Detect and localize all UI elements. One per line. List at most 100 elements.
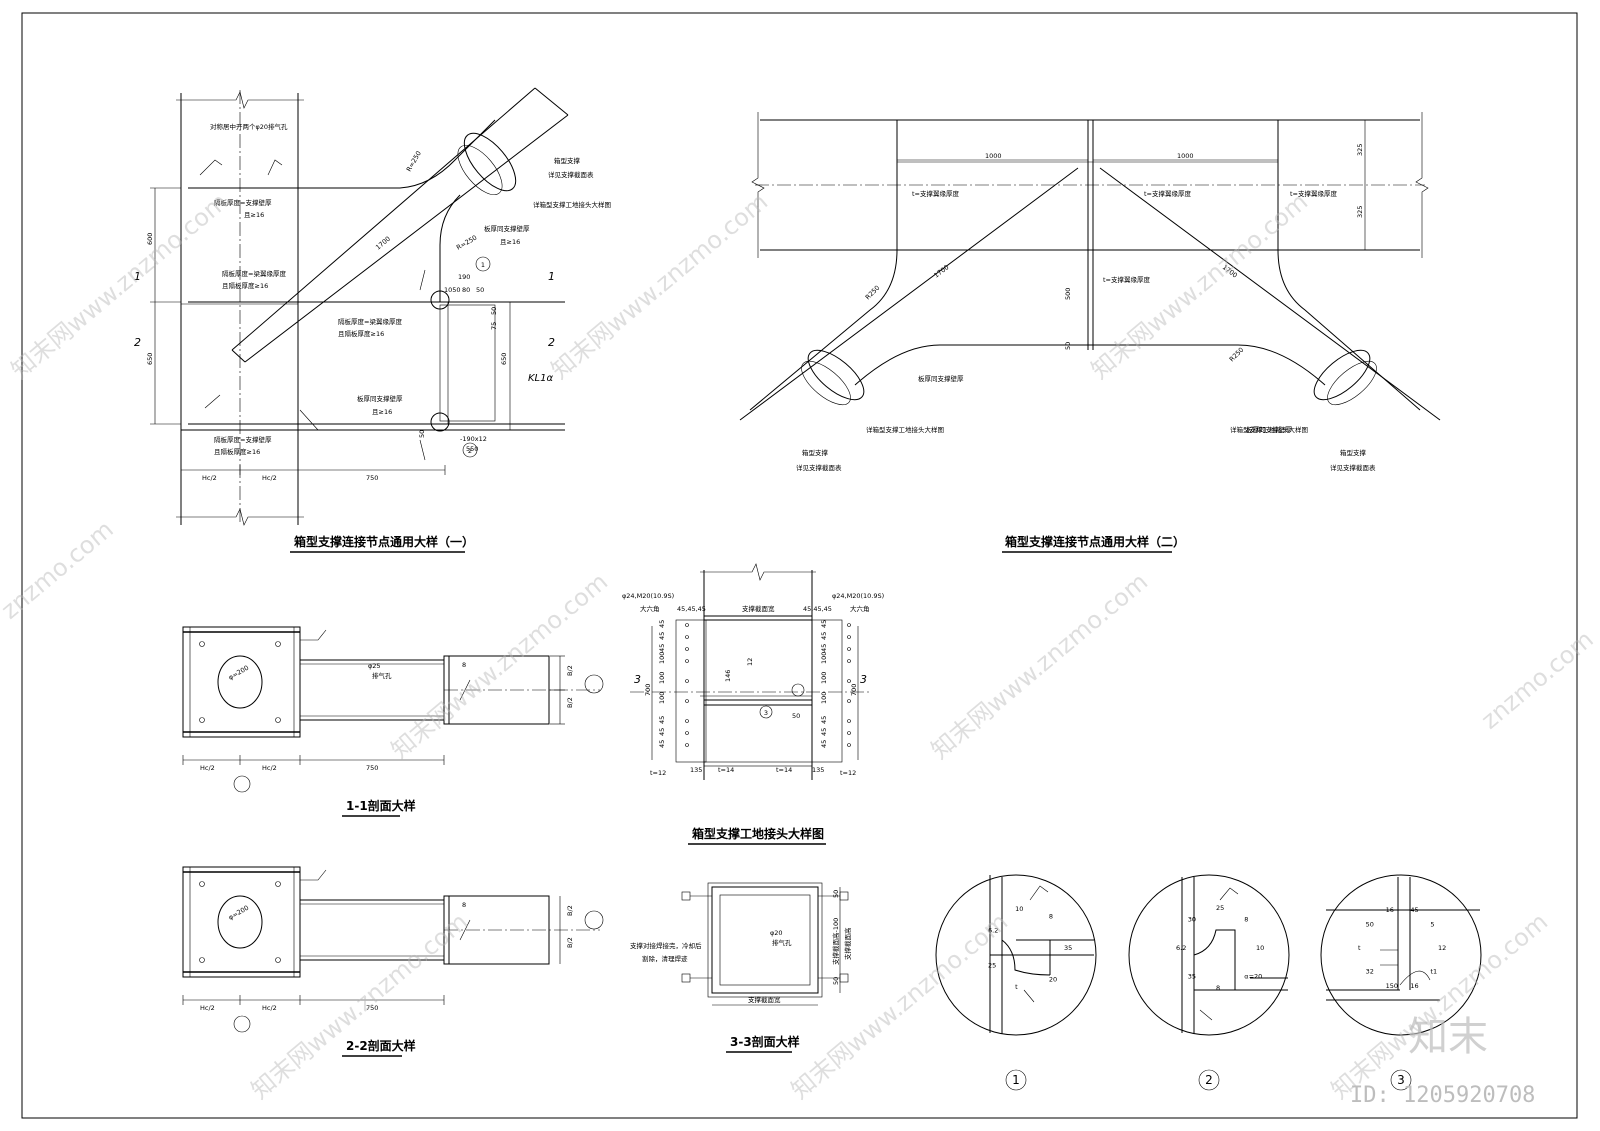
bolt-r-2 [847, 647, 851, 651]
s33-hole: φ20 [770, 929, 783, 937]
bolt-r-5 [847, 699, 851, 703]
sj-col-dim-r-6: 45 [820, 716, 828, 724]
sj-bolt-r: φ24,M20(10.9S) [832, 592, 884, 600]
sj-col-dim-r-7: 45 [820, 728, 828, 736]
d1-dim-75: 75 [490, 322, 498, 330]
bolt-l-2 [685, 647, 689, 651]
wm-4: 知末网www.znzmo.com [386, 568, 613, 765]
s33-width: 支撑截面宽 [748, 995, 781, 1004]
image-id: ID: 1205920708 [1350, 1083, 1535, 1108]
wm-6: 知末网www.znzmo.com [786, 908, 1013, 1105]
wm-9: znzmo.com [0, 515, 119, 624]
s33-dim-50a: 50 [832, 890, 840, 898]
bolt-l-1 [685, 635, 689, 639]
d1-plate-note5: 板厚同支撑壁厚 [357, 394, 403, 403]
d1-plate-note3: 隔板厚度=梁翼缘厚度 [338, 317, 402, 326]
d1-plate-note6: 隔板厚度=支撑壁厚 [214, 435, 272, 444]
d1-plate-note1b: 且≥16 [244, 211, 264, 219]
d1-dim-r250b: R=250 [455, 234, 478, 252]
sec11 [182, 626, 604, 793]
weld-dim-3-7: 16 [1386, 906, 1394, 914]
sj-col-dim-l-3: 100 [658, 652, 666, 664]
bolt-r-6 [847, 719, 851, 723]
d2-t-note3: t=支撑翼缘厚度 [1290, 189, 1337, 198]
watermarks: 知末网www.znzmo.com 知末网www.znzmo.com 知末网www… [0, 188, 1599, 1105]
d1-dim-190x12: -190x12 [460, 435, 487, 443]
s11-hole2b: 排气孔 [372, 671, 392, 680]
weld-dim-1-2: t [1015, 983, 1018, 991]
d2-dim-325a: 325 [1356, 144, 1364, 156]
d1-dim-600: 600 [146, 233, 154, 245]
brand-logo: 知末 [1408, 1014, 1488, 1060]
sj-dim-12: 12 [746, 658, 754, 666]
sj-t12r: t=12 [840, 769, 856, 777]
s11-dim-hc1: Hc/2 [200, 764, 215, 772]
d1-dim-1700: 1700 [374, 235, 392, 252]
bolt-r-0 [847, 623, 851, 627]
d1-dim-hc2: Hc/2 [262, 474, 277, 482]
d1-dim-r250: R=250 [405, 150, 423, 173]
d1-dim-50c: 50 [418, 430, 426, 438]
d1-circ2: 2 [468, 447, 472, 455]
weld-dim-3-0: 12 [1438, 944, 1446, 952]
site-joint [630, 563, 870, 780]
sj-col-dim-l-7: 45 [658, 728, 666, 736]
weld-dim-2-0: 10 [1256, 944, 1264, 952]
weld-dim-1-5: 10 [1015, 905, 1023, 913]
s11-hole: φ=200 [227, 664, 250, 682]
d2-t-note2: t=支撑翼缘厚度 [1144, 189, 1191, 198]
d1-sec2-l: 2 [134, 336, 141, 349]
sj-dim-135l: 135 [690, 766, 702, 774]
weld-dim-1-4: 6.2 [988, 927, 998, 935]
d2-t-note4: t=支撑翼缘厚度 [1103, 275, 1150, 284]
s22-dim-hc2: Hc/2 [262, 1004, 277, 1012]
weld-dim-3-1: t1 [1430, 968, 1437, 976]
d2-brace-r2: 详见支撑截面表 [1330, 463, 1376, 472]
sj-t14r: t=14 [776, 766, 792, 774]
sj-col-dim-l-0: 45 [658, 620, 666, 628]
d1-dim-190: 190 [458, 273, 470, 281]
sj-col-dim-l-4: 100 [658, 672, 666, 684]
d1-beam-label: KL1α [528, 373, 553, 384]
d2-plate-note-l: 板厚同支撑壁厚 [918, 374, 964, 383]
sj-col-dim-l-5: 100 [658, 692, 666, 704]
s11-dim-hc2: Hc/2 [262, 764, 277, 772]
bolt-l-7 [685, 731, 689, 735]
d2-brace-l2: 详见支撑截面表 [796, 463, 842, 472]
weld-dim-2-6: 25 [1216, 904, 1224, 912]
wm-5: 知末网www.znzmo.com [926, 568, 1153, 765]
d1-dim-80: 80 [462, 286, 470, 294]
d1-dim-650: 650 [146, 353, 154, 365]
d1-brace-note: 箱型支撑 [554, 156, 581, 165]
d1-site-note: 详箱型支撑工地接头大样图 [533, 200, 611, 209]
sj-col-dim-l-8: 45 [658, 740, 666, 748]
bolt-r-1 [847, 635, 851, 639]
s33-height2: 支撑截面高 [843, 927, 852, 960]
s22-dim-hc1: Hc/2 [200, 1004, 215, 1012]
sec33-title: 3-3剖面大样 [730, 1034, 800, 1049]
wm-3: 知末网www.znzmo.com [1086, 188, 1313, 385]
sheet-border [21, 12, 1578, 1119]
sj-col-dim-r-3: 100 [820, 652, 828, 664]
weld-dim-3-8: 45 [1410, 906, 1418, 914]
sj-col-dim-r-2: 45 [820, 644, 828, 652]
s11-dim-750: 750 [366, 764, 378, 772]
weld-dim-2-3: 35 [1188, 972, 1196, 980]
weld-dim-3-5: t [1358, 944, 1361, 952]
d2-site-note-r: 详箱型支撑工地接头大样图 [1230, 425, 1308, 434]
sj-bolt-l: φ24,M20(10.9S) [622, 592, 674, 600]
weld-dim-3-3: 150 [1386, 982, 1398, 990]
s33-hole2: 排气孔 [772, 938, 792, 947]
d2-dim-325b: 325 [1356, 206, 1364, 218]
d1-hole-note: 对称居中开两个φ20排气孔 [210, 122, 288, 131]
weld-detail-1 [935, 874, 1097, 1091]
sj-t14l: t=14 [718, 766, 734, 774]
bolt-r-3 [847, 659, 851, 663]
d2-dim-1000a: 1000 [985, 152, 1002, 160]
detail2 [739, 112, 1441, 421]
d2-brace-l: 箱型支撑 [802, 448, 829, 457]
s22-dim-b2a: B/2 [566, 905, 574, 916]
bolt-l-6 [685, 719, 689, 723]
weld-dim-1-1: 20 [1049, 975, 1057, 983]
